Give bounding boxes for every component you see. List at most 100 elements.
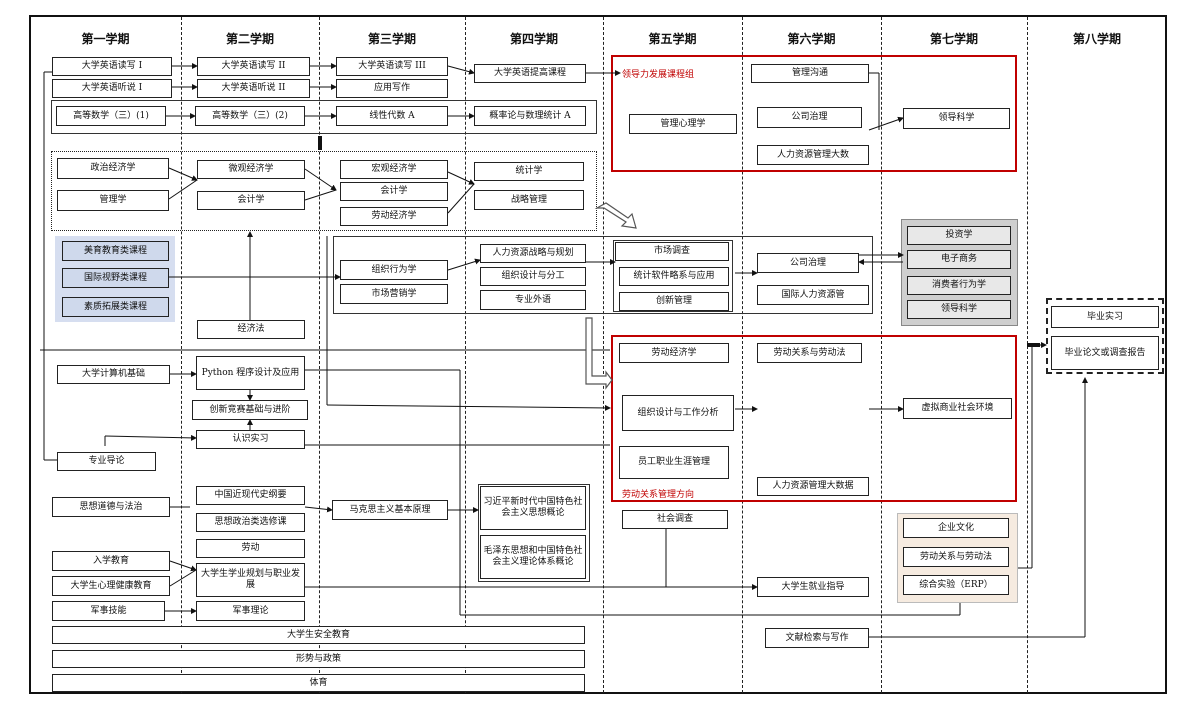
course-linear-algebra: 线性代数 A — [336, 106, 448, 126]
course-modern-history: 中国近现代史纲要 — [196, 486, 305, 505]
course-ethics-law: 思想道德与法治 — [52, 497, 170, 517]
course-cognitive-internship: 认识实习 — [196, 430, 305, 449]
course-military-skill: 军事技能 — [52, 601, 165, 621]
course-quality: 素质拓展类课程 — [62, 297, 169, 317]
course-leadership-science-b: 领导科学 — [907, 300, 1011, 319]
course-corporate-governance-6b: 公司治理 — [757, 253, 859, 273]
course-management: 管理学 — [57, 190, 169, 211]
course-leadership-science: 领导科学 — [903, 108, 1010, 129]
course-investment: 投资学 — [907, 226, 1011, 245]
course-microeconomics: 微观经济学 — [197, 160, 305, 179]
course-statistics: 统计学 — [474, 162, 584, 181]
course-math-2: 高等数学（三）(2) — [195, 106, 305, 126]
semester-header-6: 第六学期 — [787, 32, 836, 46]
course-english-read-1: 大学英语读写 I — [52, 57, 172, 76]
course-organizational-behavior: 组织行为学 — [340, 260, 448, 280]
course-hr-bigdata-6b: 人力资源管理大数据 — [757, 477, 869, 496]
semester-divider — [881, 17, 882, 693]
course-career-management: 员工职业生涯管理 — [619, 446, 729, 479]
course-politics-elective: 思想政治类选修课 — [196, 513, 305, 532]
course-professional-english: 专业外语 — [480, 290, 586, 310]
semester-header-7: 第七学期 — [929, 32, 978, 46]
course-marxism: 马克思主义基本原理 — [332, 500, 448, 520]
course-international: 国际视野类课程 — [62, 268, 169, 288]
semester-divider — [742, 17, 743, 693]
course-management-psychology: 管理心理学 — [629, 114, 737, 134]
course-e-commerce: 电子商务 — [907, 250, 1011, 269]
course-employment-guide: 大学生就业指导 — [757, 577, 869, 597]
course-economic-law: 经济法 — [197, 320, 305, 339]
course-labor-economics-5: 劳动经济学 — [619, 343, 729, 363]
leadership-group — [611, 55, 1017, 172]
semester-header-5: 第五学期 — [648, 32, 697, 46]
leadership-group-label: 领导力发展课程组 — [622, 70, 695, 80]
course-computer-basics: 大学计算机基础 — [57, 365, 170, 384]
course-consumer-behavior: 消费者行为学 — [907, 276, 1011, 295]
labor-group-label: 劳动关系管理方向 — [622, 490, 695, 500]
course-english-listen-2: 大学英语听说 II — [197, 79, 310, 98]
course-literature-search: 文献检索与写作 — [765, 628, 869, 648]
course-job-analysis: 组织设计与工作分析 — [622, 395, 734, 431]
semester-divider — [1027, 17, 1028, 693]
semester-header-2: 第二学期 — [225, 32, 274, 46]
semester-header-4: 第四学期 — [509, 32, 558, 46]
ideology-group — [478, 484, 590, 582]
course-thesis: 毕业论文或调查报告 — [1051, 336, 1159, 370]
course-stat-software: 统计软件略系与应用 — [619, 267, 729, 286]
course-applied-writing: 应用写作 — [336, 79, 448, 98]
semester-divider — [465, 17, 466, 693]
course-safety-education: 大学生安全教育 — [52, 626, 585, 644]
course-social-survey: 社会调查 — [622, 510, 728, 529]
course-english-advanced: 大学英语提高课程 — [474, 64, 586, 83]
research-group — [613, 240, 733, 312]
course-innovation-mgmt: 创新管理 — [619, 292, 729, 311]
semester-header-1: 第一学期 — [81, 32, 130, 46]
course-probability: 概率论与数理统计 A — [474, 106, 586, 126]
course-accounting-3: 会计学 — [340, 182, 448, 201]
course-mgmt-communication: 管理沟通 — [751, 64, 869, 83]
course-labor-law-6: 劳动关系与劳动法 — [757, 343, 862, 363]
course-xi-thought: 习近平新时代中国特色社会主义思想概论 — [480, 486, 586, 530]
diagram-frame — [29, 15, 1167, 694]
course-macroeconomics: 宏观经济学 — [340, 160, 448, 179]
course-arts-education: 美育教育类课程 — [62, 241, 169, 261]
course-accounting-2: 会计学 — [197, 191, 305, 210]
course-strategic-management: 战略管理 — [474, 190, 584, 210]
course-hr-strategy: 人力资源战略与规划 — [480, 244, 586, 263]
course-erp-lab: 综合实验（ERP） — [903, 575, 1009, 595]
course-major-intro: 专业导论 — [57, 452, 156, 471]
semester-header-8: 第八学期 — [1072, 32, 1121, 46]
semester-divider — [319, 17, 320, 693]
semester-divider — [181, 17, 182, 693]
course-intl-hr: 国际人力资源管 — [757, 285, 869, 305]
course-mental-health: 大学生心理健康教育 — [52, 576, 170, 596]
course-labor-economics-3: 劳动经济学 — [340, 207, 448, 226]
economics-group — [51, 151, 597, 231]
course-labor-law-7: 劳动关系与劳动法 — [903, 547, 1009, 567]
course-political-economy: 政治经济学 — [57, 158, 169, 179]
course-corporate-governance-6: 公司治理 — [757, 107, 862, 128]
course-english-listen-1: 大学英语听说 I — [52, 79, 172, 98]
course-python: Python 程序设计及应用 — [196, 356, 305, 390]
course-market-research: 市场调查 — [615, 242, 729, 261]
course-english-read-3: 大学英语读写 III — [336, 57, 448, 76]
course-english-read-2: 大学英语读写 II — [197, 57, 310, 76]
course-graduation-internship: 毕业实习 — [1051, 306, 1159, 328]
course-org-design: 组织设计与分工 — [480, 267, 586, 286]
course-corporate-culture: 企业文化 — [903, 518, 1009, 538]
course-math-1: 高等数学（三）(1) — [56, 106, 166, 126]
course-enrollment: 入学教育 — [52, 551, 170, 571]
math-group — [51, 100, 597, 134]
course-virtual-business: 虚拟商业社会环境 — [903, 398, 1012, 419]
course-labor: 劳动 — [196, 539, 305, 558]
course-marketing: 市场营销学 — [340, 284, 448, 304]
labor-group — [611, 335, 1017, 502]
course-military-theory: 军事理论 — [196, 601, 305, 621]
semester-divider — [603, 17, 604, 693]
course-mao-thought: 毛泽东思想和中国特色社会主义理论体系概论 — [480, 535, 586, 579]
course-policy: 形势与政策 — [52, 650, 585, 668]
semester-header-3: 第三学期 — [367, 32, 416, 46]
management-group — [333, 236, 873, 314]
